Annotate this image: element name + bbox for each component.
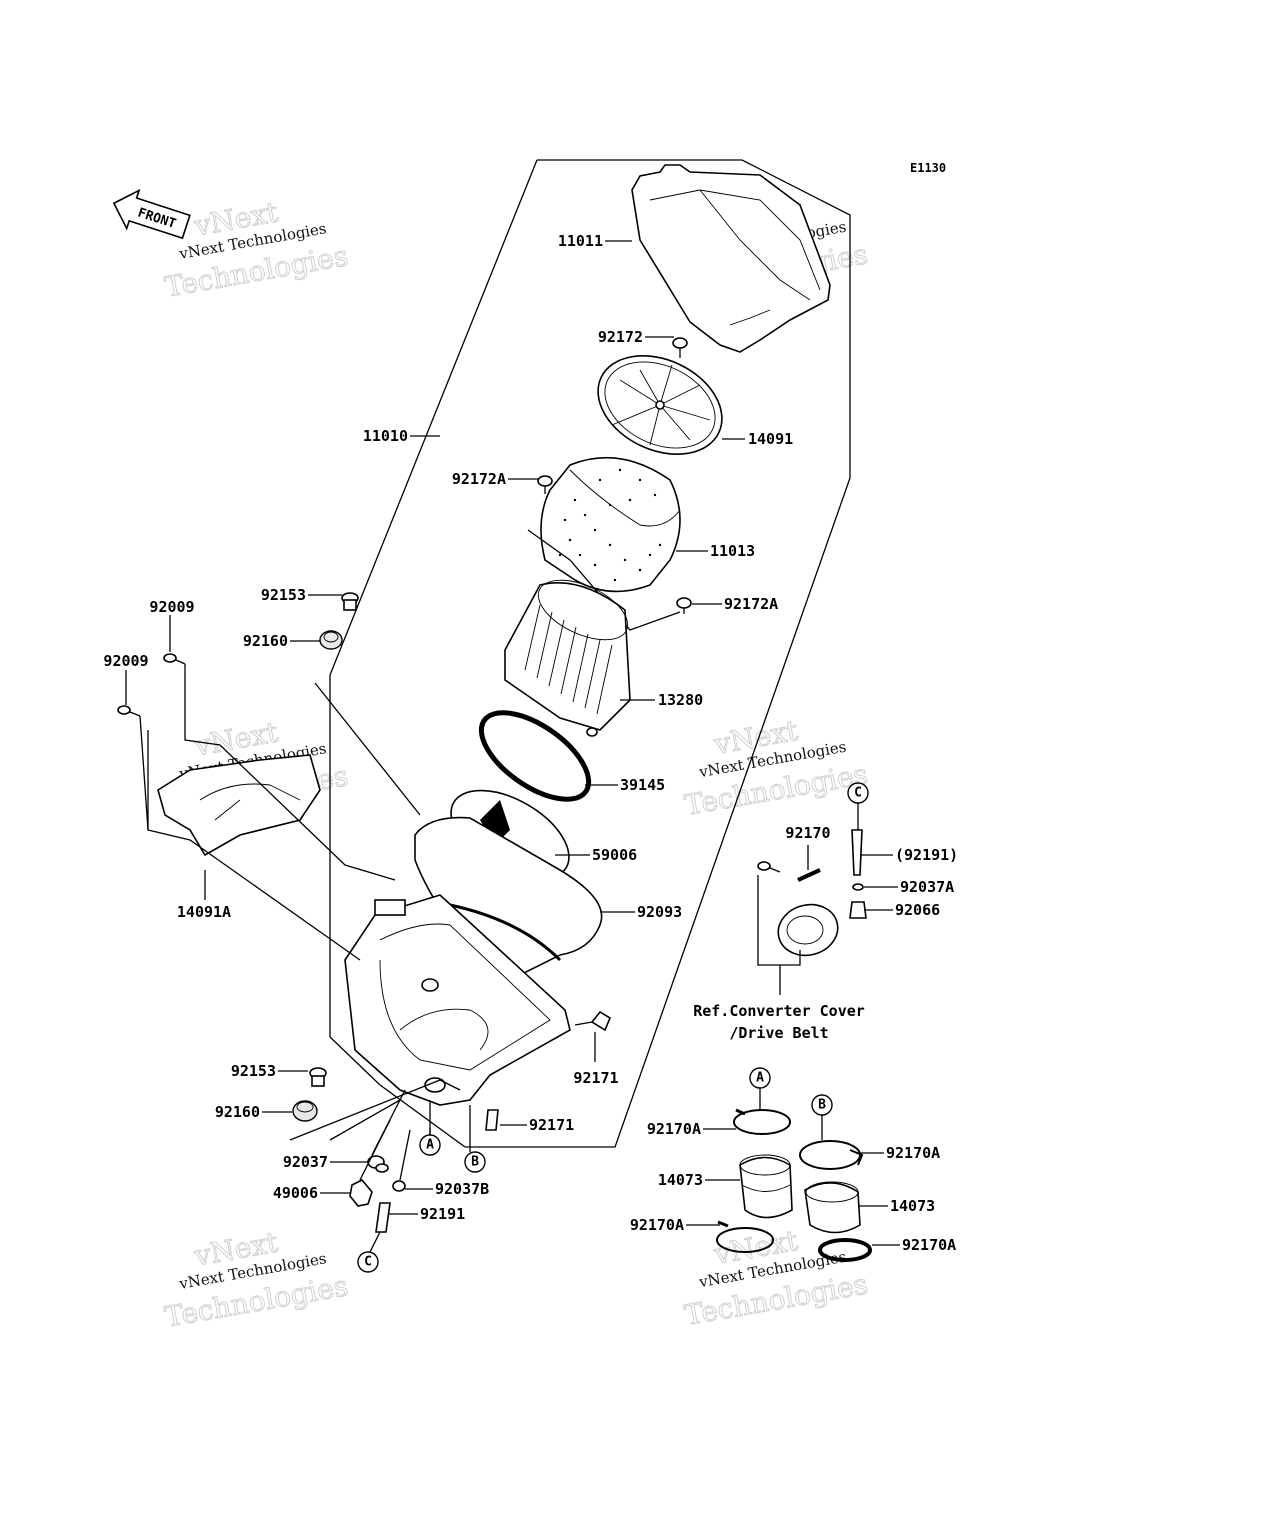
label-49006: 49006 xyxy=(273,1184,318,1202)
screw-92172a-right xyxy=(676,597,692,614)
label-92191-paren: (92191) xyxy=(895,846,958,864)
label-92160-bottom: 92160 xyxy=(215,1103,260,1121)
label-13280: 13280 xyxy=(658,691,703,709)
label-14091a: 14091A xyxy=(177,903,231,921)
watermark-bottom-left: vNext vNext Technologies Technologies xyxy=(162,1225,351,1334)
svg-text:C: C xyxy=(854,786,862,801)
clamp-92170a-1 xyxy=(733,1108,791,1135)
svg-text:A: A xyxy=(426,1138,434,1153)
svg-text:B: B xyxy=(471,1155,479,1170)
reference-note-line2: /Drive Belt xyxy=(729,1024,828,1042)
assembly-outline xyxy=(329,159,851,1148)
label-92037a: 92037A xyxy=(900,878,954,896)
label-92170a-2: 92170A xyxy=(886,1144,940,1162)
clamp-92037a xyxy=(852,883,864,891)
label-92037: 92037 xyxy=(283,1153,328,1171)
converter-cover-ref xyxy=(757,861,839,957)
watermark-top-left: vNext vNext Technologies Technologies xyxy=(162,195,351,304)
bolt-92153-bottom xyxy=(309,1067,327,1087)
label-92093: 92093 xyxy=(637,903,682,921)
fitting-92066 xyxy=(849,901,867,919)
clamp-92037 xyxy=(367,1155,389,1173)
screw-92009-bottom xyxy=(117,705,141,717)
drain-49006 xyxy=(349,1179,373,1207)
clamp-92170a-3 xyxy=(716,1220,774,1253)
label-11010: 11010 xyxy=(363,427,408,445)
label-39145: 39145 xyxy=(620,776,665,794)
front-arrow-icon: FRONT xyxy=(112,188,191,240)
callout-c-tube: C xyxy=(357,1251,379,1273)
label-92009-bottom: 92009 xyxy=(103,652,148,670)
clip-92171-upper xyxy=(590,1010,612,1032)
bolt-92153-top xyxy=(341,592,359,611)
screw-92009-top xyxy=(163,653,186,665)
clamp-92037b xyxy=(392,1180,406,1192)
callout-b-duct: B xyxy=(811,1094,833,1116)
reference-note-line1: Ref.Converter Cover xyxy=(693,1002,865,1020)
callout-b-housing: B xyxy=(464,1151,486,1173)
filter-13280 xyxy=(504,579,631,737)
watermark-mid-right: vNext vNext Technologies Technologies xyxy=(682,713,871,822)
svg-text:C: C xyxy=(364,1255,372,1270)
airbox-housing xyxy=(344,894,571,1106)
leader-lines xyxy=(125,240,900,1246)
grommet-92160-bottom xyxy=(292,1100,318,1122)
label-92170: 92170 xyxy=(785,824,830,842)
svg-text:A: A xyxy=(756,1071,764,1086)
grommet-92160-top xyxy=(319,630,343,650)
cover-11011 xyxy=(631,164,831,353)
label-92170a-3: 92170A xyxy=(630,1216,684,1234)
callout-c-ref: C xyxy=(847,782,869,804)
label-92153-bottom: 92153 xyxy=(231,1062,276,1080)
foam-element-11013 xyxy=(540,456,681,593)
svg-text:B: B xyxy=(818,1098,826,1113)
screw-92172a-top xyxy=(537,475,553,494)
gasket-39145 xyxy=(478,710,592,802)
clamp-92170a-4 xyxy=(818,1238,872,1262)
label-59006: 59006 xyxy=(592,846,637,864)
label-92170a-1: 92170A xyxy=(647,1120,701,1138)
label-14073-left: 14073 xyxy=(658,1171,703,1189)
label-92171-lower: 92171 xyxy=(529,1116,574,1134)
clamp-92170a-2 xyxy=(799,1140,864,1170)
label-11011: 11011 xyxy=(558,232,603,250)
label-92172a-right: 92172A xyxy=(724,595,778,613)
label-92037b: 92037B xyxy=(435,1180,489,1198)
tube-92191 xyxy=(375,1202,391,1233)
label-92170a-4: 92170A xyxy=(902,1236,956,1254)
plate-14091 xyxy=(597,355,723,455)
label-92191: 92191 xyxy=(420,1205,465,1223)
label-92153-top: 92153 xyxy=(261,586,306,604)
label-92009-top: 92009 xyxy=(149,598,194,616)
label-14091: 14091 xyxy=(748,430,793,448)
pin-92171-lower xyxy=(485,1109,499,1131)
duct-14073-2 xyxy=(804,1181,861,1234)
tube-92191-ref xyxy=(851,829,863,876)
diagram-code: E1130 xyxy=(910,161,946,175)
label-92172: 92172 xyxy=(598,328,643,346)
callout-a-duct: A xyxy=(749,1067,771,1089)
label-92160-top: 92160 xyxy=(243,632,288,650)
screw-92172 xyxy=(672,337,688,358)
label-11013: 11013 xyxy=(710,542,755,560)
callout-a-housing: A xyxy=(419,1134,441,1156)
duct-14091a xyxy=(157,754,321,857)
label-14073-right: 14073 xyxy=(890,1197,935,1215)
label-92171-upper: 92171 xyxy=(573,1069,618,1087)
label-92172a-top: 92172A xyxy=(452,470,506,488)
label-92066: 92066 xyxy=(895,901,940,919)
duct-14073-1 xyxy=(739,1154,793,1219)
bolt-92170 xyxy=(797,868,821,882)
